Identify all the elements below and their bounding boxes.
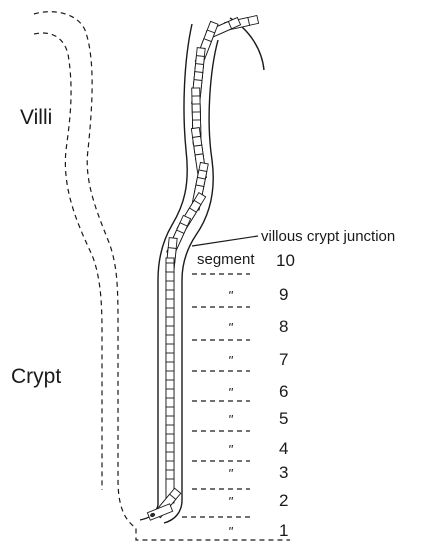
ditto-mark: " — [228, 495, 233, 508]
segment-word-label: segment — [197, 252, 255, 267]
segment-number-6: 6 — [279, 383, 288, 400]
ditto-mark: " — [228, 386, 233, 399]
segment-number-4: 4 — [279, 440, 288, 457]
ditto-mark: " — [228, 289, 233, 302]
ditto-mark: " — [228, 443, 233, 456]
segment-number-2: 2 — [279, 492, 288, 509]
ditto-mark: " — [228, 321, 233, 334]
segment-number-1: 1 — [279, 522, 288, 539]
ditto-mark: " — [228, 525, 233, 538]
villi-label: Villi — [20, 107, 52, 128]
epithelium-outline — [140, 18, 264, 523]
villous-crypt-junction-label: villous crypt junction — [261, 229, 395, 244]
segment-number-7: 7 — [279, 351, 288, 368]
segment-number-5: 5 — [279, 410, 288, 427]
ditto-mark: " — [228, 413, 233, 426]
segment-number-8: 8 — [279, 318, 288, 335]
dashed-outline-adjacent-villus — [34, 12, 290, 540]
segment-number-3: 3 — [279, 464, 288, 481]
crypt-label: Crypt — [11, 366, 61, 387]
segment-number-9: 9 — [279, 286, 288, 303]
ditto-mark: " — [228, 467, 233, 480]
segment-number-10: 10 — [276, 252, 295, 269]
junction-pointer-line — [192, 236, 258, 246]
ditto-mark: " — [228, 354, 233, 367]
